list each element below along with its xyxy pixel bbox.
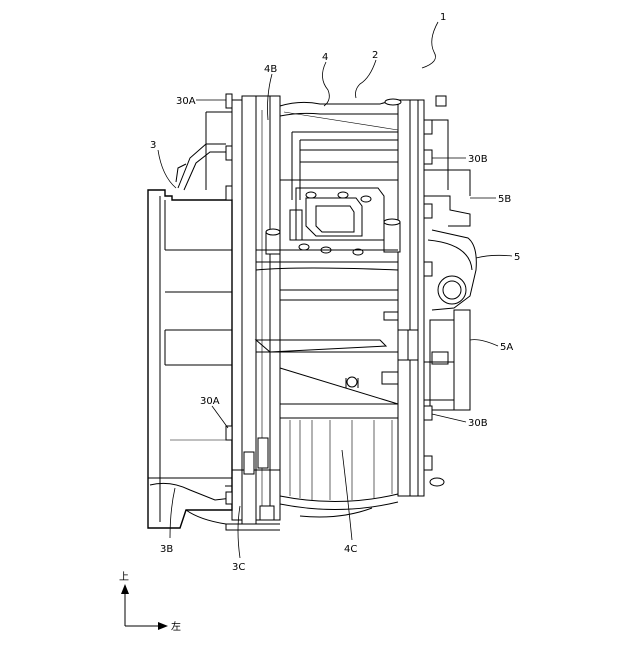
top-rib xyxy=(206,102,398,200)
label-4C: 4C xyxy=(344,544,357,555)
upper-details xyxy=(256,180,400,270)
label-2: 2 xyxy=(372,50,378,61)
flange-left xyxy=(232,96,280,524)
left-label: 左 xyxy=(171,620,181,633)
bolts xyxy=(226,94,446,520)
label-30B-bottom: 30B xyxy=(468,418,488,429)
up-label: 上 xyxy=(119,571,129,583)
label-4B: 4B xyxy=(264,64,277,75)
label-5B: 5B xyxy=(498,194,511,205)
label-3B: 3B xyxy=(160,544,173,555)
label-4: 4 xyxy=(322,52,328,63)
label-30A-mid: 30A xyxy=(200,396,220,407)
label-5: 5 xyxy=(514,252,520,263)
orientation-indicator: 上 左 xyxy=(119,571,181,633)
part-5 xyxy=(424,196,476,410)
lower-body-4C xyxy=(186,404,398,530)
housing-3 xyxy=(148,144,232,528)
label-3C: 3C xyxy=(232,562,245,573)
label-5A: 5A xyxy=(500,342,513,353)
flange-right xyxy=(398,100,470,496)
label-30A-top: 30A xyxy=(176,96,196,107)
label-3: 3 xyxy=(150,140,156,151)
label-30B-top: 30B xyxy=(468,154,488,165)
label-1: 1 xyxy=(440,12,446,23)
